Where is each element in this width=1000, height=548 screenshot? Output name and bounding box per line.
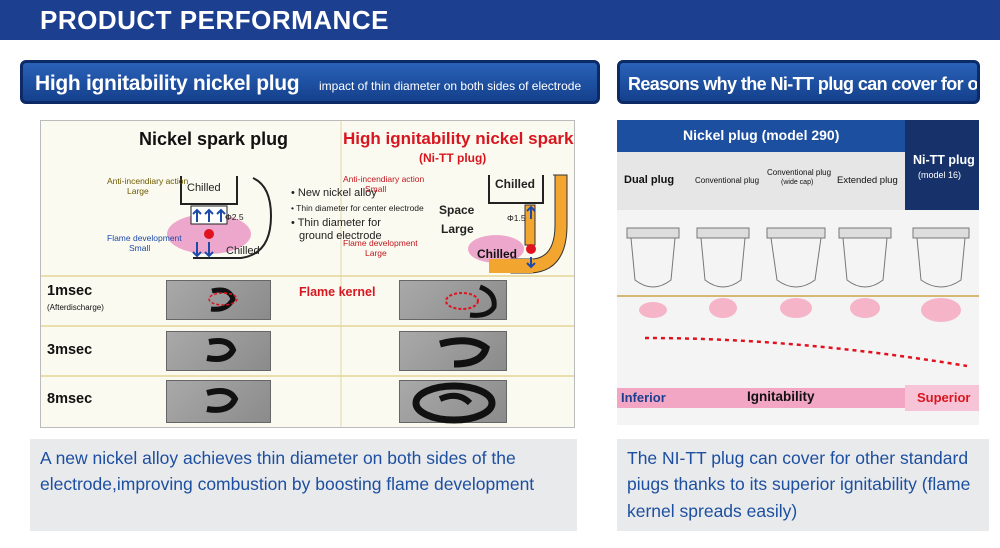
plug-illustrations — [626, 227, 970, 322]
right-chilled-top-label: Chilled — [495, 177, 536, 191]
ni-tt-8msec-image — [399, 380, 507, 424]
right-section-banner: Reasons why the Ni-TT plug can cover for… — [617, 60, 980, 104]
left-chilled-top-label: Chilled — [187, 182, 221, 194]
electrode-comparison-diagram: Nickel spark plug High ignitability nick… — [40, 120, 575, 428]
note-thin-ground-cont: ground electrode — [299, 230, 382, 242]
ni-tt-column-label: Ni-TT plug — [913, 153, 975, 167]
nickel-1msec-flame — [208, 287, 238, 312]
conventional-plug-icon — [696, 227, 750, 318]
left-chilled-bottom-label: Chilled — [226, 245, 260, 257]
high-ignitability-title: High ignitability nickel spark plug — [343, 129, 574, 148]
scale-inferior-label: Inferior — [621, 390, 666, 405]
scale-superior-label: Superior — [917, 390, 971, 405]
right-space-label: Space — [439, 203, 475, 217]
conventional-wide-cap-plug-icon — [766, 227, 826, 318]
ni-tt-3msec-flame — [439, 337, 490, 368]
left-anti-incendiary-label: Anti-incendiary action Large — [107, 176, 189, 196]
column-dual-plug: Dual plug — [624, 174, 675, 186]
left-banner-title: High ignitability nickel plug — [35, 72, 300, 95]
nickel-electrode-illustration — [167, 176, 273, 259]
note-thin-center: • Thin diameter for center electrode — [291, 203, 424, 213]
column-conventional-wide: Conventional plug — [767, 168, 832, 177]
scale-ignitability-label: Ignitability — [747, 389, 815, 404]
extended-plug-icon — [838, 227, 892, 318]
nickel-8msec-image — [166, 380, 271, 423]
row-label-1msec: 1msec — [47, 283, 93, 299]
column-conventional-wide-sub: (wide cap) — [781, 179, 814, 186]
flame-kernel-label: Flame kernel — [299, 285, 376, 299]
right-caption: The NI-TT plug can cover for other stand… — [617, 439, 989, 531]
ni-tt-column-model: (model 16) — [918, 170, 962, 180]
ni-tt-1msec-flame — [445, 284, 497, 318]
dual-plug-icon — [626, 227, 680, 318]
column-extended-plug: Extended plug — [837, 175, 898, 186]
plug-comparison-diagram: Nickel plug (model 290) Ni-TT plug (mode… — [617, 120, 979, 425]
nickel-3msec-flame — [206, 338, 237, 362]
ni-tt-subtitle: (Ni-TT plug) — [419, 151, 487, 165]
row-label-afterdischarge: (Afterdischarge) — [47, 303, 104, 312]
page-title: PRODUCT PERFORMANCE — [40, 5, 389, 35]
left-section-banner: High ignitability nickel plug impact of … — [20, 60, 600, 104]
row-label-3msec: 3msec — [47, 342, 93, 358]
right-diameter-label: Φ1.5 — [507, 213, 526, 223]
nickel-3msec-image — [166, 331, 271, 371]
ni-tt-electrode-illustration — [468, 174, 568, 274]
note-thin-ground: • Thin diameter for — [291, 217, 381, 229]
diagram-grid — [41, 121, 574, 427]
nickel-8msec-flame — [206, 388, 239, 413]
ni-tt-8msec-flame — [412, 382, 496, 424]
ni-tt-plug-icon — [912, 227, 970, 322]
note-new-alloy: • New nickel alloy — [291, 187, 377, 199]
ni-tt-1msec-image — [399, 280, 507, 320]
right-chilled-bottom-label: Chilled — [477, 247, 518, 261]
column-conventional-plug: Conventional plug — [695, 176, 760, 185]
left-banner-subtitle: impact of thin diameter on both sides of… — [319, 79, 582, 93]
left-flame-development-label: Flame development Small — [107, 233, 182, 253]
header-bar: PRODUCT PERFORMANCE — [0, 0, 1000, 40]
right-anti-incendiary-label: Anti-incendiary action Small — [343, 174, 425, 194]
nickel-plug-title: Nickel spark plug — [139, 129, 289, 149]
right-banner-title: Reasons why the Ni-TT plug can cover for… — [628, 74, 978, 94]
left-caption: A new nickel alloy achieves thin diamete… — [30, 439, 577, 531]
ni-tt-3msec-image — [399, 331, 507, 371]
row-label-8msec: 8msec — [47, 391, 93, 407]
nickel-plug-group-label: Nickel plug (model 290) — [683, 127, 840, 143]
right-large-label: Large — [441, 222, 474, 236]
right-flame-development-label: Flame development Large — [343, 238, 418, 258]
left-diameter-label: Φ2.5 — [225, 212, 244, 222]
nickel-1msec-image — [166, 280, 271, 320]
